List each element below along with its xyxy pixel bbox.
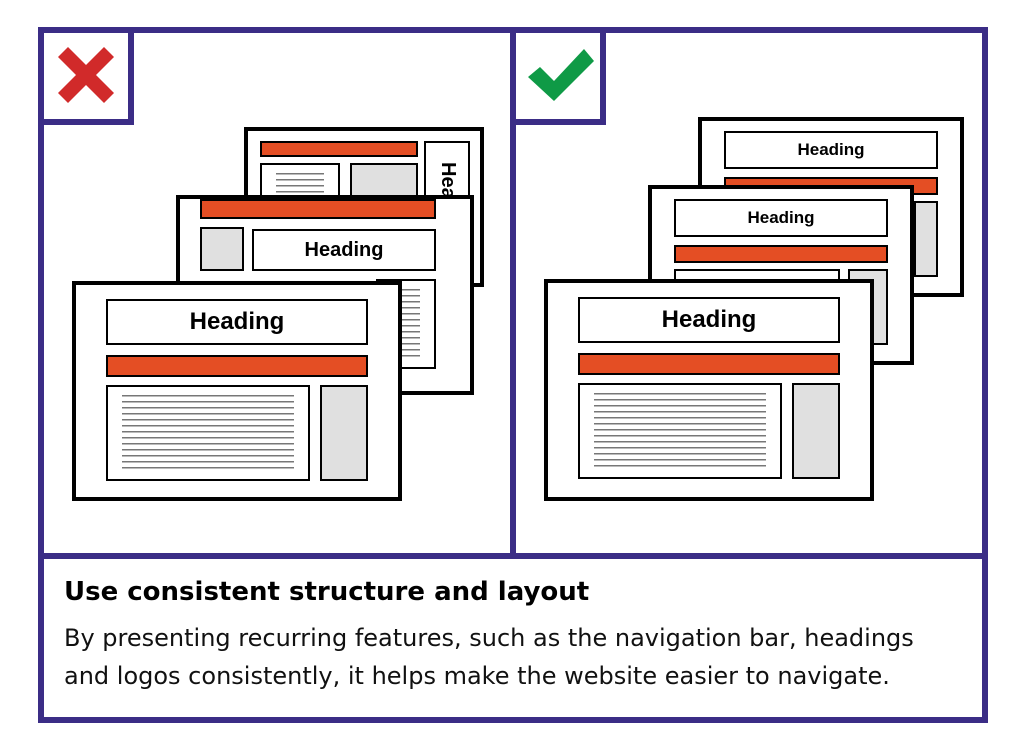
good-layout-card-front: Heading bbox=[544, 279, 874, 501]
sidebar-block bbox=[200, 227, 244, 271]
page-heading: Heading bbox=[578, 297, 840, 343]
red-cross-icon bbox=[58, 47, 114, 103]
sidebar-block bbox=[914, 201, 938, 277]
nav-bar bbox=[674, 245, 888, 263]
page-heading: Heading bbox=[106, 299, 368, 345]
good-example-badge bbox=[516, 33, 606, 125]
caption-title: Use consistent structure and layout bbox=[64, 577, 590, 607]
good-example-panel: Heading Heading Heading bbox=[510, 27, 988, 559]
nav-bar bbox=[106, 355, 368, 377]
caption-body: By presenting recurring features, such a… bbox=[64, 624, 914, 690]
page-heading: Heading bbox=[252, 229, 436, 271]
sidebar-block bbox=[792, 383, 840, 479]
nav-bar bbox=[260, 141, 418, 157]
page-heading: Heading bbox=[674, 199, 888, 237]
sidebar-block bbox=[320, 385, 368, 481]
page-heading: Heading bbox=[724, 131, 938, 169]
content-text-block bbox=[106, 385, 310, 481]
bad-example-panel: Heading Heading Heading bbox=[38, 27, 516, 559]
green-check-icon bbox=[528, 49, 594, 101]
bad-layout-card-front: Heading bbox=[72, 281, 402, 501]
bad-example-badge bbox=[44, 33, 134, 125]
nav-bar bbox=[200, 199, 436, 219]
content-text-block bbox=[578, 383, 782, 479]
caption-panel: Use consistent structure and layout By p… bbox=[38, 553, 988, 723]
nav-bar bbox=[578, 353, 840, 375]
